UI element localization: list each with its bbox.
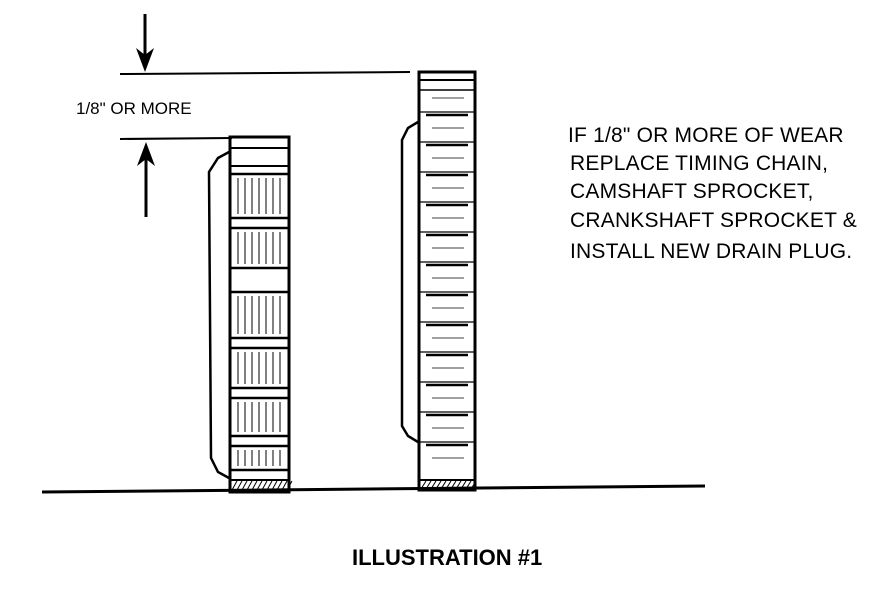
arrow-up-icon <box>137 142 155 217</box>
note-line-4: CRANKSHAFT SPROCKET & <box>570 209 857 232</box>
measurement-label: 1/8" OR MORE <box>76 99 192 118</box>
wear-note: IF 1/8" OR MORE OF WEAR REPLACE TIMING C… <box>568 124 857 263</box>
dimension-line-top <box>119 71 411 75</box>
note-line-2: REPLACE TIMING CHAIN, <box>570 152 828 175</box>
new-chain-stack <box>400 70 477 492</box>
note-line-1: IF 1/8" OR MORE OF WEAR <box>568 124 844 147</box>
note-line-5: INSTALL NEW DRAIN PLUG. <box>570 240 852 263</box>
arrow-down-icon <box>136 14 154 72</box>
dimension-line-bottom <box>119 137 233 140</box>
note-line-3: CAMSHAFT SPROCKET, <box>570 180 814 203</box>
baseline <box>41 484 706 494</box>
worn-chain-stack <box>207 135 293 494</box>
illustration-caption: ILLUSTRATION #1 <box>352 545 542 570</box>
